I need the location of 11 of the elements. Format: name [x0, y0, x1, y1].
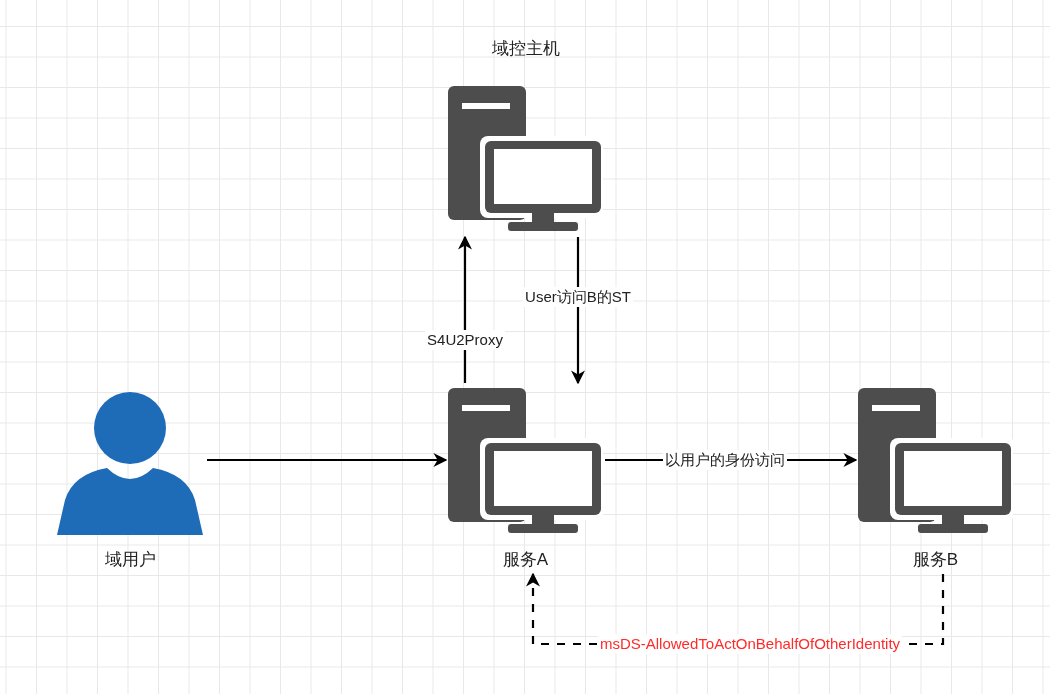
- edge-label: 以用户的身份访问: [663, 450, 787, 470]
- arrow: [207, 453, 448, 467]
- node-label: 服务B: [912, 549, 959, 571]
- edge-label: User访问B的ST: [523, 287, 633, 307]
- node-label: 域用户: [104, 549, 156, 571]
- arrow: [571, 237, 585, 385]
- edge-label: msDS-AllowedToActOnBehalfOfOtherIdentity: [597, 634, 903, 654]
- node-label: 域控主机: [491, 38, 560, 60]
- node-label: 服务A: [502, 549, 549, 571]
- arrow: [458, 235, 472, 383]
- edge-label: S4U2Proxy: [425, 330, 505, 350]
